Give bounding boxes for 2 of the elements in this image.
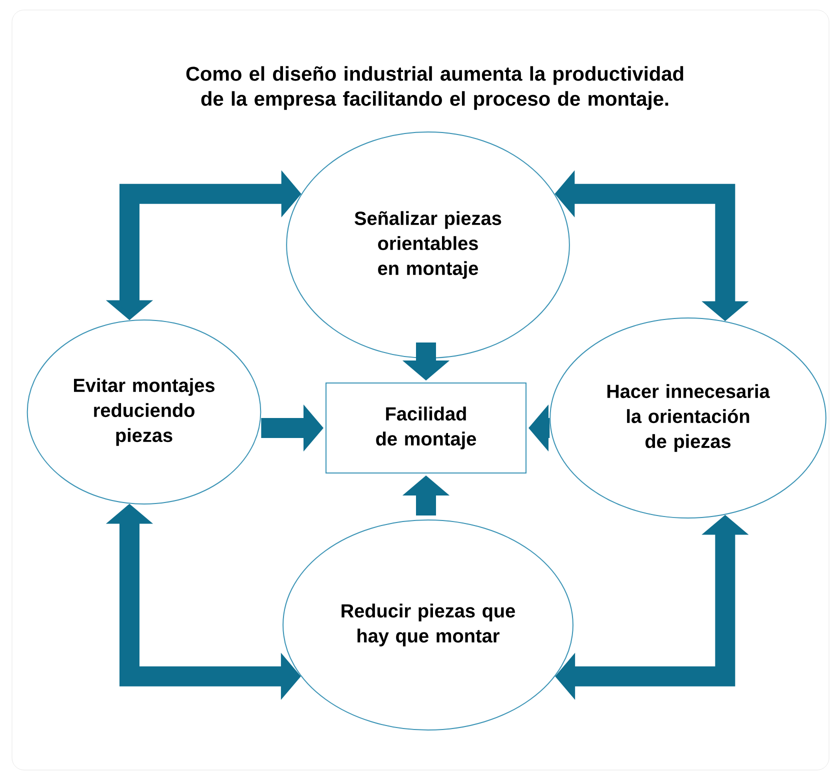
center-box: Facilidad de montaje (326, 382, 526, 474)
title: Como el diseño industrial aumenta la productividad de la empresa facilitando el proceso de montaje. (186, 66, 684, 110)
